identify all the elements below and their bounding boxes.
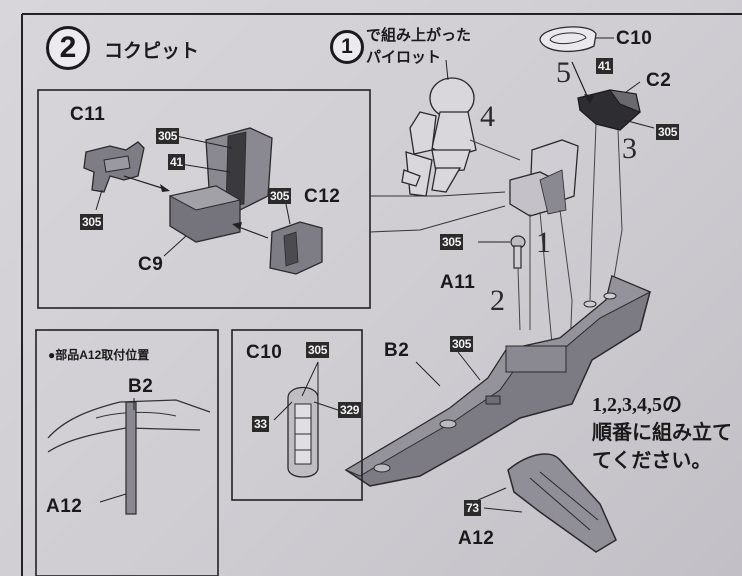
pilot-step-badge: 1 <box>330 30 364 64</box>
leader-line <box>483 507 523 513</box>
part-label-b2: B2 <box>384 340 410 361</box>
leader-line <box>313 401 339 411</box>
inset-label-a12: A12 <box>46 496 83 517</box>
leader-line <box>457 351 481 381</box>
part-label-c2: C2 <box>646 70 672 91</box>
paint-code-c11: 305 <box>80 214 104 230</box>
paint-code-b2: 305 <box>450 336 474 352</box>
step-number-5: 5 <box>556 56 571 89</box>
assembly-arrow <box>123 175 169 191</box>
section-number-badge: 2 <box>46 26 90 70</box>
a12-position-title: ●部品A12取付位置 <box>48 348 150 362</box>
section-number: 2 <box>59 31 77 64</box>
order-note-line2: 順番に組み立て <box>592 422 732 444</box>
step-number-3: 3 <box>622 132 637 165</box>
paint-code-c10-inset-left: 33 <box>252 416 269 432</box>
assembly-guide <box>469 139 521 161</box>
assembly-arrow <box>235 225 269 239</box>
inset-label-c10: C10 <box>246 342 283 363</box>
pilot-note-line2: パイロット <box>366 49 442 66</box>
c10-detail-shape <box>287 386 319 478</box>
paint-code-c12: 305 <box>268 188 292 204</box>
paint-code-seat-mid: 41 <box>168 154 185 170</box>
section-title: コクピット <box>104 41 200 62</box>
assembly-arrow <box>571 61 589 99</box>
paint-code-c10-inset-top: 305 <box>306 342 330 358</box>
c11-part-shape <box>83 141 145 193</box>
leader-line <box>623 119 655 129</box>
pilot-step-number: 1 <box>341 35 353 58</box>
order-note-line1: 1,2,3,4,5の <box>592 394 682 416</box>
part-label-c10: C10 <box>616 28 653 49</box>
part-label-a12: A12 <box>458 528 495 549</box>
leader-line <box>163 235 187 257</box>
paint-code-a12: 73 <box>464 500 481 516</box>
step-number-2: 2 <box>490 284 505 317</box>
leader-line <box>369 205 506 233</box>
paint-code-seat-top: 305 <box>156 128 180 144</box>
pilot-note-line1: で組み上がった <box>366 27 472 44</box>
assembly-guide <box>517 267 521 331</box>
leader-line <box>625 81 641 93</box>
b2-hull-shape <box>344 274 652 487</box>
leader-line <box>285 203 291 225</box>
a12-part-shape <box>507 453 617 553</box>
inset-label-b2: B2 <box>128 376 154 397</box>
step-number-4: 4 <box>480 100 495 133</box>
c10-detail-box <box>231 329 363 501</box>
a11-pin-shape <box>510 235 526 269</box>
assembly-guide <box>611 129 623 291</box>
assembly-guide <box>539 211 553 345</box>
a12-position-illustration <box>47 398 211 515</box>
a12-position-box <box>35 329 219 576</box>
subassembly-box <box>37 89 371 309</box>
leader-line <box>301 361 319 397</box>
paint-code-c10-inset-right: 329 <box>338 402 362 418</box>
seat-part-shape <box>168 127 273 243</box>
step-number-1: 1 <box>536 226 551 259</box>
paint-code-c2: 305 <box>656 124 680 140</box>
leader-line <box>370 191 506 197</box>
leader-line <box>477 487 507 501</box>
pilot-figure <box>401 77 477 197</box>
part-label-c12: C12 <box>304 186 341 207</box>
paint-code-c10-top: 41 <box>596 58 613 74</box>
leader-line <box>415 361 441 387</box>
leader-line <box>273 401 293 421</box>
c12-part-shape <box>269 221 323 275</box>
assembly-guide <box>589 123 597 301</box>
part-label-c11: C11 <box>70 104 106 125</box>
order-note-line3: てください。 <box>592 450 712 472</box>
c10-ring-shape <box>539 26 597 53</box>
leader-line <box>445 59 449 81</box>
leader-line <box>175 135 233 149</box>
paint-code-a11: 305 <box>440 234 464 250</box>
leader-line <box>95 189 103 211</box>
part-label-a11: A11 <box>440 272 476 293</box>
part-label-c9: C9 <box>138 254 164 275</box>
assembled-seat-shape <box>509 139 579 217</box>
